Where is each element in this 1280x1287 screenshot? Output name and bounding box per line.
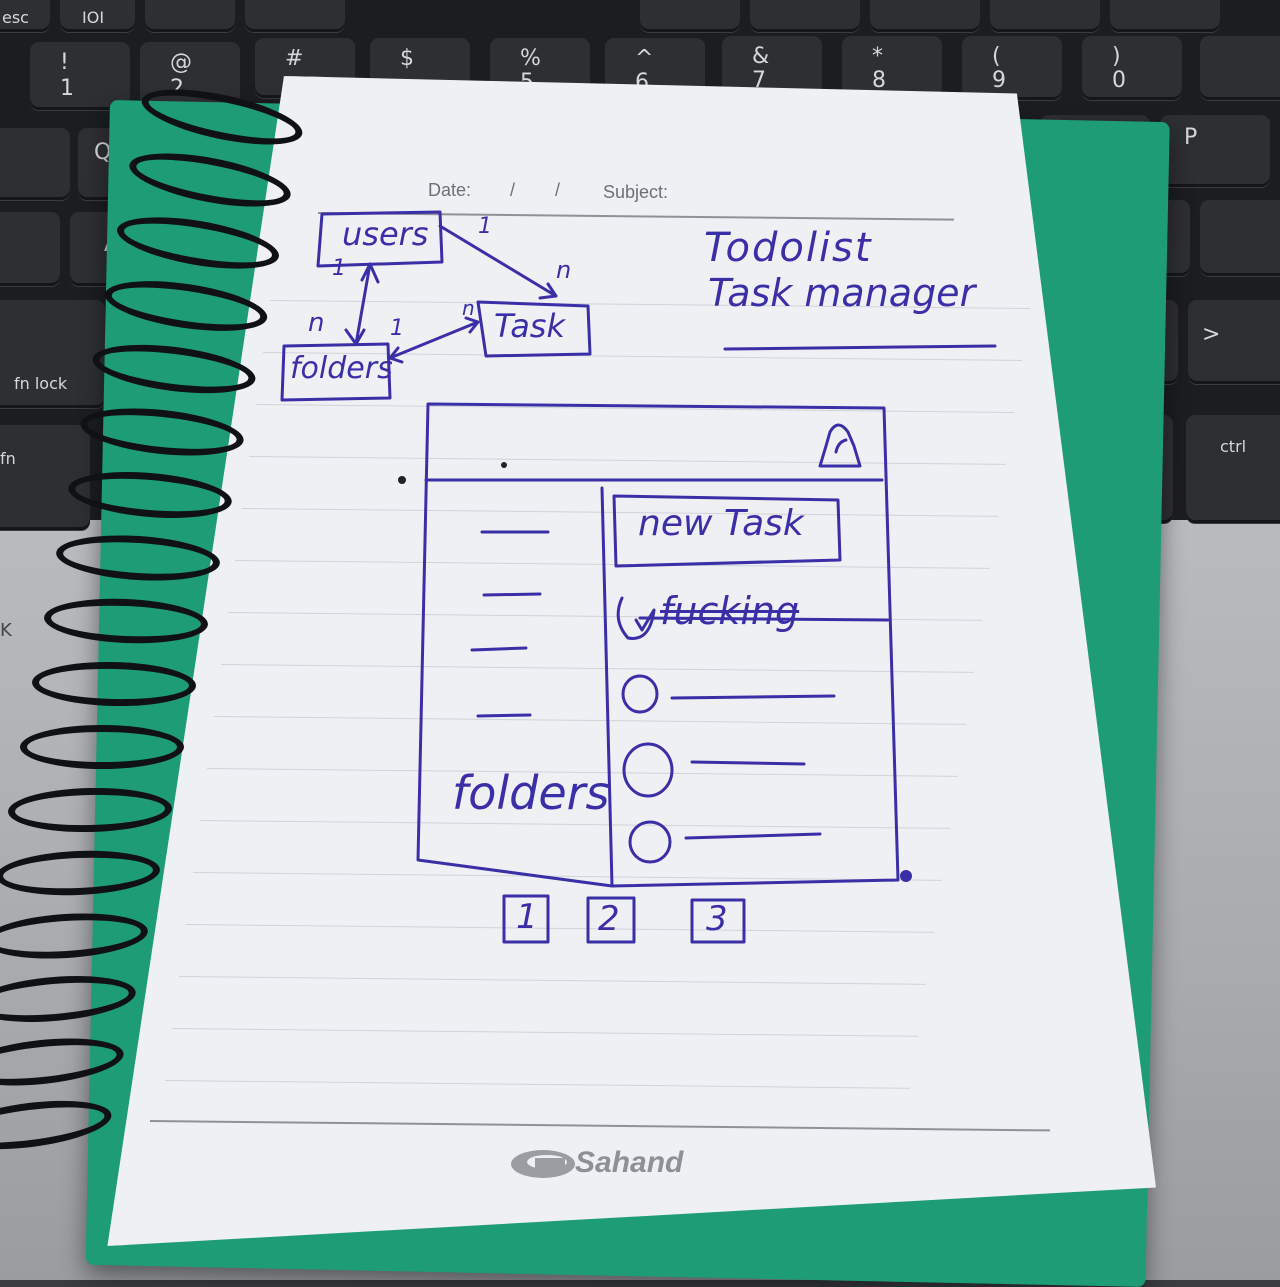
date-slashes: / / — [510, 180, 561, 200]
avatar-icon — [818, 423, 862, 468]
key-f5[interactable] — [750, 0, 860, 32]
notebook-page — [107, 76, 1156, 1246]
key-f2[interactable] — [145, 0, 235, 32]
key-9[interactable]: (9 — [962, 36, 1062, 100]
task-line-2 — [690, 760, 806, 766]
key-f8[interactable] — [1110, 0, 1220, 32]
users-entity-box — [316, 210, 444, 268]
task-entity-box — [476, 300, 592, 358]
key-0[interactable]: )0 — [1082, 36, 1182, 100]
subject-label: Subject: — [603, 182, 669, 202]
key-8[interactable]: *8 — [842, 36, 942, 100]
task-line-1 — [670, 694, 836, 700]
title-line-2: Task manager — [708, 271, 976, 315]
key-semicolon[interactable] — [1200, 200, 1280, 276]
title-line-1: Todolist — [704, 225, 873, 271]
key-f3[interactable] — [245, 0, 345, 32]
task-line-3 — [684, 832, 822, 840]
page-3-button[interactable]: 3 — [706, 899, 728, 939]
folders-task-relation — [388, 316, 480, 364]
cardinality-folders-task-1: 1 — [390, 316, 404, 341]
spiral-coil — [20, 725, 184, 769]
sidebar-folders-label: folders — [452, 766, 610, 820]
wireframe-sidebar-divider — [600, 486, 614, 888]
key-esc[interactable]: esc — [0, 0, 50, 32]
cardinality-users-folders-n: n — [308, 308, 325, 338]
key-fn[interactable]: fn — [0, 425, 90, 530]
task-checkbox-2-icon — [622, 742, 674, 798]
done-strikethrough — [638, 616, 890, 622]
cardinality-users-task-n: n — [556, 256, 572, 284]
key-ctrl[interactable]: ctrl — [1186, 415, 1280, 523]
key-1[interactable]: !1 — [30, 42, 130, 110]
cardinality-folders-task-n: n — [462, 296, 475, 320]
done-task-label: fucking — [660, 589, 800, 633]
key-tab[interactable] — [0, 128, 70, 200]
folders-label: folders — [290, 351, 393, 386]
task-checkbox-1-icon — [621, 674, 659, 714]
task-checkbox-3-icon — [628, 820, 672, 864]
done-checkbox-icon — [616, 596, 656, 640]
key-fn-lock[interactable]: fn lock — [0, 300, 105, 408]
sidebar-item-4 — [476, 713, 532, 718]
date-label: Date: — [428, 180, 472, 200]
new-task-button-box — [612, 494, 842, 568]
key-f7[interactable] — [990, 0, 1100, 32]
wireframe-frame — [416, 402, 900, 888]
task-label: Task — [494, 307, 565, 345]
users-label: users — [342, 215, 429, 253]
sidebar-item-2 — [482, 592, 542, 597]
users-task-relation — [438, 224, 558, 300]
title-underline — [723, 344, 997, 351]
key-f1[interactable]: IOI — [60, 0, 135, 32]
page-2-button[interactable]: 2 — [598, 899, 620, 939]
key-p[interactable]: P — [1160, 115, 1270, 187]
page-1-box — [502, 894, 550, 944]
page-3-box — [690, 898, 746, 944]
users-folders-relation — [344, 262, 380, 346]
page-1-button[interactable]: 1 — [516, 897, 538, 937]
cardinality-users-folders-1: 1 — [332, 256, 346, 281]
key-minus[interactable] — [1200, 36, 1280, 100]
cardinality-users-task-1: 1 — [478, 214, 492, 239]
key-caps[interactable] — [0, 212, 60, 286]
key-period[interactable]: > — [1188, 300, 1280, 384]
key-2[interactable]: @2 — [140, 42, 240, 110]
page-2-box — [586, 896, 636, 944]
brand-name: Sahand — [575, 1146, 684, 1179]
sidebar-item-3 — [470, 646, 528, 652]
new-task-button[interactable]: new Task — [638, 503, 804, 544]
sahand-logo-icon — [511, 1150, 575, 1178]
key-f6[interactable] — [870, 0, 980, 32]
folders-entity-box — [280, 342, 392, 402]
deck-letter: K — [0, 620, 12, 641]
key-f4[interactable] — [640, 0, 740, 32]
